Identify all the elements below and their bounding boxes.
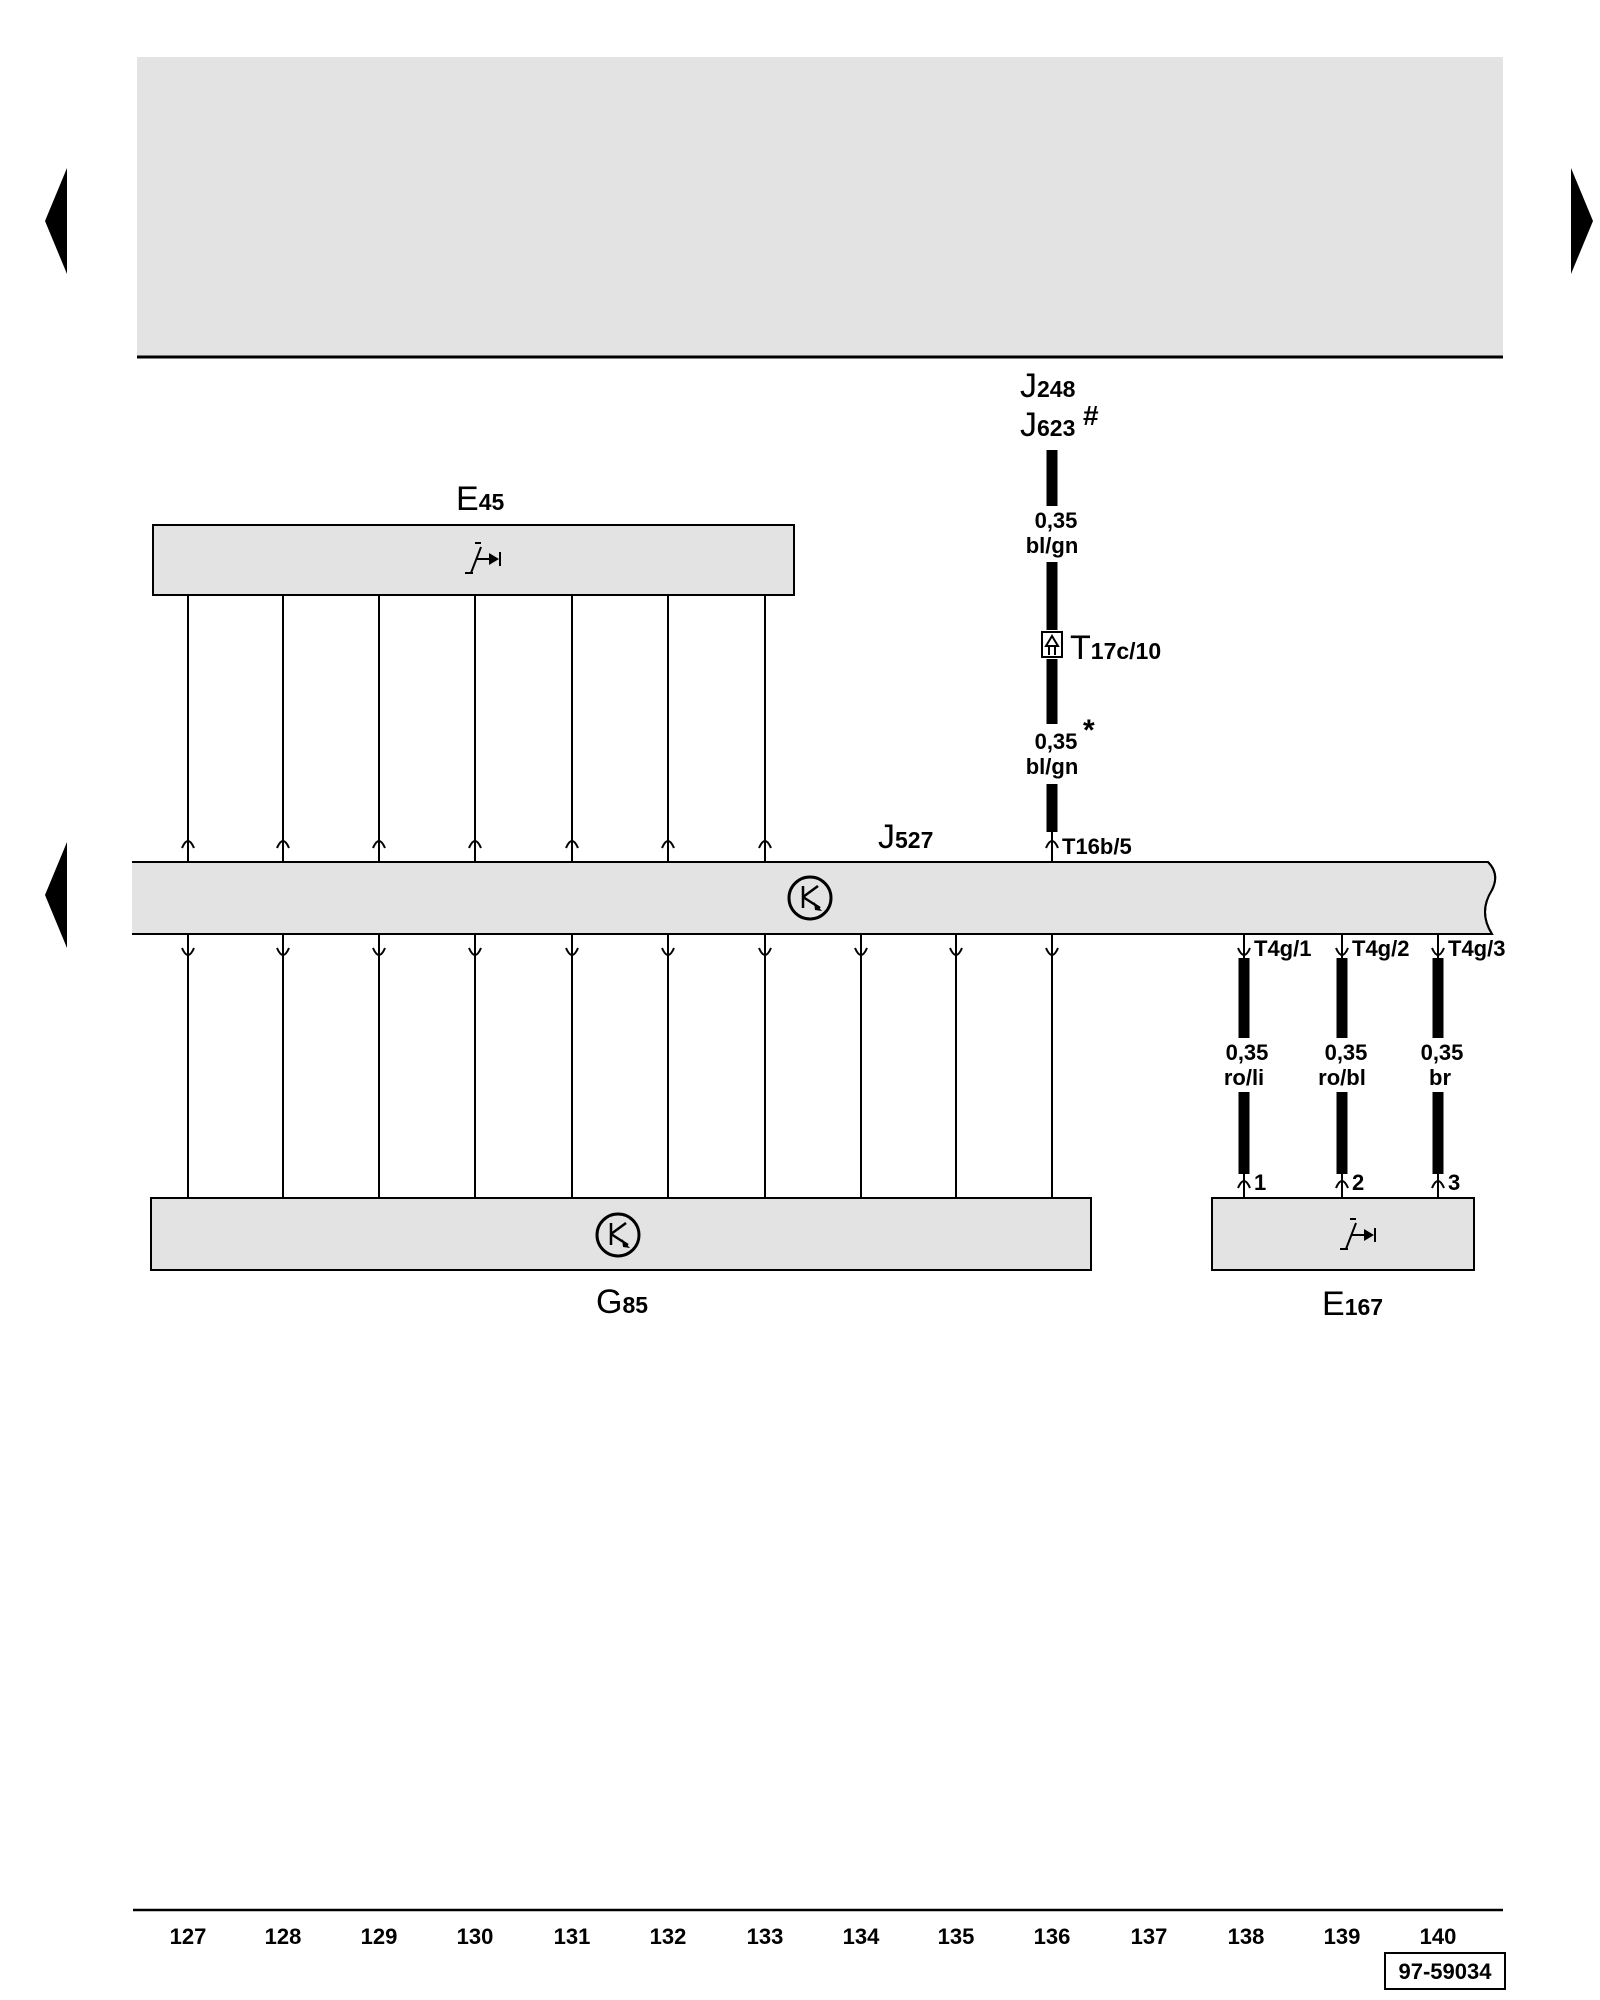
wire-color-label: bl/gn	[1026, 754, 1079, 779]
triangle-left-icon[interactable]	[45, 842, 67, 948]
header-area	[137, 57, 1503, 357]
e167-number: 167	[1345, 1294, 1383, 1320]
wire-j527-g85	[468, 934, 482, 1198]
column-number: 138	[1228, 1924, 1265, 1949]
steering-angle-icon	[595, 1212, 641, 1258]
wire-j527-g85	[276, 934, 290, 1198]
pin-e167-3: 3	[1448, 1170, 1460, 1195]
svg-text:J248: J248	[1020, 367, 1076, 405]
wire-color-label: ro/li	[1224, 1065, 1264, 1090]
wire-t4g3: T4g/3 0,35 br 3	[1421, 934, 1505, 1198]
wire-color-label: ro/bl	[1318, 1065, 1366, 1090]
g85-letter: G	[596, 1283, 622, 1321]
doc-number: 97-59034	[1399, 1959, 1493, 1984]
g85-number: 85	[622, 1292, 648, 1318]
column-number: 127	[170, 1924, 207, 1949]
pin-tip	[1045, 840, 1059, 849]
wire-e45-j527	[758, 595, 772, 862]
wire-color-label: br	[1429, 1065, 1451, 1090]
wire-size-label: 0,35	[1226, 1040, 1269, 1065]
g85-sensor-box	[150, 1197, 1092, 1271]
j248-label: J248	[1020, 367, 1076, 405]
e167-letter: E	[1322, 1285, 1345, 1323]
wire-e45-j527	[372, 595, 386, 862]
j527-number: 527	[895, 827, 933, 853]
pin-e167-2: 2	[1352, 1170, 1364, 1195]
wire-e45-j527	[181, 595, 195, 862]
svg-text:E45: E45	[456, 480, 504, 518]
wire-color-label: bl/gn	[1026, 533, 1079, 558]
wire-e45-j527	[661, 595, 675, 862]
pin-t4g3: T4g/3	[1448, 936, 1505, 961]
wire-j527-g85	[661, 934, 675, 1198]
connector-t17c-icon	[1041, 631, 1063, 658]
j248-number: 248	[1037, 376, 1076, 402]
e45-switch-box	[152, 524, 795, 596]
svg-text:E167: E167	[1322, 1285, 1383, 1323]
j623-number: 623	[1037, 415, 1075, 441]
t17c-number: 17c/10	[1091, 638, 1161, 664]
column-number: 131	[554, 1924, 591, 1949]
wire-j527-g85	[372, 934, 386, 1198]
column-number: 132	[650, 1924, 687, 1949]
svg-text:J527: J527	[878, 818, 933, 856]
wire-j527-g85	[1045, 934, 1059, 1198]
svg-text:G85: G85	[596, 1283, 648, 1321]
e45-to-j527-wires	[181, 595, 1059, 862]
column-number: 128	[265, 1924, 302, 1949]
wire-t4g1: T4g/1 0,35 ro/li 1	[1224, 934, 1311, 1198]
wire-size-label: 0,35	[1325, 1040, 1368, 1065]
pin-t4g1: T4g/1	[1254, 936, 1311, 961]
j623-label: J623 #	[1020, 400, 1099, 444]
wire-j527-g85	[949, 934, 963, 1198]
triangle-right-icon[interactable]	[1571, 168, 1593, 274]
asterisk-mark: *	[1083, 714, 1095, 747]
column-number: 129	[361, 1924, 398, 1949]
wire-e45-j527	[468, 595, 482, 862]
e167-switch-box	[1211, 1197, 1475, 1271]
e45-label: E45	[456, 480, 504, 518]
svg-text:J623: J623	[1020, 406, 1075, 444]
triangle-left-icon[interactable]	[45, 168, 67, 274]
column-numbers: 127 128 129 130 131 132 133 134 135 136 137 138 139 1…	[170, 1924, 1457, 1949]
column-number: 130	[457, 1924, 494, 1949]
pin-t16b5: T16b/5	[1062, 834, 1132, 859]
column-number: 139	[1324, 1924, 1361, 1949]
cruise-switch-icon	[1340, 1218, 1376, 1250]
steering-angle-icon	[787, 875, 833, 921]
column-number: 137	[1131, 1924, 1168, 1949]
wire-size-label: 0,35	[1035, 729, 1078, 754]
wire-size-label: 0,35	[1421, 1040, 1464, 1065]
j527-control-unit-box	[132, 861, 1497, 935]
t17c-letter: T	[1070, 629, 1091, 667]
wire-e45-j527	[565, 595, 579, 862]
j527-to-g85-wires	[181, 934, 1059, 1198]
wire-e45-j527	[276, 595, 290, 862]
column-number: 133	[747, 1924, 784, 1949]
column-number: 135	[938, 1924, 975, 1949]
doc-number-box	[1384, 1952, 1506, 1990]
pin-t4g2: T4g/2	[1352, 936, 1409, 961]
e45-letter: E	[456, 480, 479, 518]
column-number: 134	[843, 1924, 880, 1949]
svg-text:T17c/10: T17c/10	[1070, 629, 1161, 667]
column-number: 136	[1034, 1924, 1071, 1949]
cruise-switch-icon	[465, 542, 501, 574]
j527-letter: J	[878, 818, 895, 856]
e45-number: 45	[479, 489, 505, 515]
wire-size-label: 0,35	[1035, 508, 1078, 533]
hash-mark: #	[1083, 400, 1099, 431]
wire-j527-g85	[565, 934, 579, 1198]
j527-break-edge	[1484, 861, 1497, 935]
wire-j527-g85	[758, 934, 772, 1198]
pin-e167-1: 1	[1254, 1170, 1266, 1195]
column-number: 140	[1420, 1924, 1457, 1949]
wire-t4g2: T4g/2 0,35 ro/bl 2	[1318, 934, 1409, 1198]
wire-j527-g85	[854, 934, 868, 1198]
wire-j527-g85	[181, 934, 195, 1198]
